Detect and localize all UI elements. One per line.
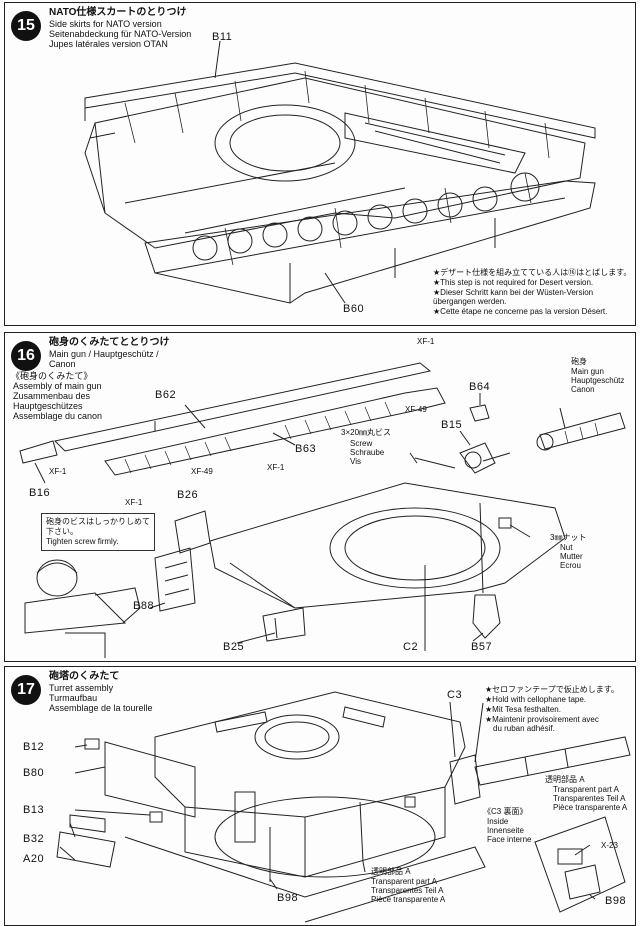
- nut-label-de: Mutter: [560, 552, 583, 561]
- part-label-b80: B80: [23, 767, 45, 779]
- step15-note-en: ★This step is not required for Desert ve…: [433, 278, 594, 287]
- transparent-center-de: Transparentes Teil A: [371, 886, 444, 895]
- step15-title-en: Side skirts for NATO version: [49, 19, 162, 29]
- part-label-b98-center: B98: [277, 892, 299, 904]
- step16-title-en: Main gun / Hauptgeschütz /: [49, 349, 159, 359]
- part-label-b64: B64: [469, 381, 491, 393]
- step16-sub-fr: Assemblage du canon: [13, 411, 103, 421]
- paint-xf1-bottom: XF-1: [125, 498, 143, 507]
- screw-label-en: Screw: [350, 439, 373, 448]
- transparent-center-en: Transparent part A: [371, 877, 437, 886]
- tape-note-fr1: ★Maintenir provisoirement avec: [485, 715, 599, 724]
- step15-title-de: Seitenabdeckung für NATO-Version: [49, 29, 192, 39]
- part-label-b26: B26: [177, 489, 199, 501]
- nut-label-jp: 3㎜ナット: [550, 533, 587, 542]
- step-number-16: 16: [11, 341, 41, 371]
- part-label-b57: B57: [471, 641, 493, 653]
- part-label-c2: C2: [403, 641, 419, 653]
- gun-label-jp: 砲身: [571, 357, 587, 366]
- part-label-b25: B25: [223, 641, 245, 653]
- part-label-b98-right: B98: [605, 895, 627, 907]
- part-label-b62: B62: [155, 389, 177, 401]
- inside-label-en: Inside: [487, 817, 509, 826]
- tape-note-fr2: du ruban adhésif.: [493, 724, 555, 733]
- step16-sub-de1: Zusammenbau des: [13, 391, 91, 401]
- step-16-panel: 16 砲身のくみたてととりつけ Main gun / Hauptgeschütz…: [4, 332, 636, 662]
- paint-xf1-left: XF-1: [49, 467, 67, 476]
- step-number-17: 17: [11, 675, 41, 705]
- part-label-c3: C3: [447, 689, 463, 701]
- step17-title-en: Turret assembly: [49, 683, 114, 693]
- step16-sub-de2: Hauptgeschützes: [13, 401, 83, 411]
- paint-x23: X-23: [601, 841, 618, 850]
- paint-xf1-mid: XF-1: [267, 463, 285, 472]
- nut-label-en: Nut: [560, 543, 573, 552]
- step15-note-jp: ★デザート仕様を組み立てている人は⑯はとばします。: [433, 268, 632, 277]
- tip-text-jp2: 下さい。: [46, 527, 78, 536]
- tape-note-jp: ★セロファンテープで仮止めします。: [485, 685, 619, 694]
- paint-xf49-top: XF-49: [405, 405, 427, 414]
- tape-note-de: ★Mit Tesa festhalten.: [485, 705, 561, 714]
- part-label-a20: A20: [23, 853, 45, 865]
- paint-xf49-mid: XF-49: [191, 467, 213, 476]
- gun-label-en: Main gun: [571, 367, 604, 376]
- step16-title-fr: Canon: [49, 359, 76, 369]
- inside-label-de: Innenseite: [487, 826, 524, 835]
- part-label-b11: B11: [212, 31, 233, 43]
- part-label-b88: B88: [133, 600, 155, 612]
- step-number-15: 15: [11, 11, 41, 41]
- part-label-b13: B13: [23, 804, 45, 816]
- inside-label-jp: 《C3 裏面》: [483, 807, 528, 816]
- step16-sub-en: Assembly of main gun: [13, 381, 102, 391]
- part-label-b63: B63: [295, 443, 317, 455]
- step17-title-fr: Assemblage de la tourelle: [49, 703, 153, 713]
- step15-note-de: ★Dieser Schritt kann bei der Wüsten-Vers…: [433, 288, 594, 306]
- step15-title-jp: NATO仕様スカートのとりつけ: [49, 7, 187, 18]
- part-label-b16: B16: [29, 487, 51, 499]
- screw-label-jp: 3×20㎜丸ビス: [341, 428, 392, 437]
- step15-note-fr: ★Cette étape ne concerne pas la version …: [433, 307, 608, 316]
- step-15-panel: 15 NATO仕様スカートのとりつけ Side skirts for NATO …: [4, 2, 636, 326]
- step16-sub-jp: 《砲身のくみたて》: [11, 371, 93, 381]
- hull-skirt-drawing: [84, 40, 596, 304]
- nut-label-fr: Ecrou: [560, 561, 581, 570]
- tape-note-en: ★Hold with cellophane tape.: [485, 695, 587, 704]
- tip-bubble: 砲身のビスはしっかりしめて 下さい。 Tighten screw firmly.: [41, 513, 155, 551]
- part-label-b60: B60: [343, 303, 365, 315]
- transparent-top-jp: 透明部品 A: [545, 775, 585, 784]
- turret-assembly-drawing: [56, 691, 631, 923]
- part-label-b15: B15: [441, 419, 463, 431]
- gun-label-fr: Canon: [571, 385, 595, 394]
- step-17-panel: 17 砲塔のくみたて Turret assembly Turmaufbau As…: [4, 666, 636, 926]
- gun-label-de: Hauptgeschütz: [571, 376, 625, 385]
- transparent-top-en: Transparent part A: [553, 785, 619, 794]
- screw-label-fr: Vis: [350, 457, 361, 466]
- tip-text-jp1: 砲身のビスはしっかりしめて: [46, 517, 150, 526]
- step17-title-de: Turmaufbau: [49, 693, 98, 703]
- transparent-top-de: Transparentes Teil A: [553, 794, 626, 803]
- transparent-center-fr: Pièce transparente A: [371, 895, 446, 904]
- tip-text-en: Tighten screw firmly.: [46, 537, 119, 546]
- paint-xf1-top: XF-1: [417, 337, 435, 346]
- part-label-b32: B32: [23, 833, 45, 845]
- transparent-top-fr: Pièce transparente A: [553, 803, 628, 812]
- transparent-center-jp: 透明部品 A: [371, 867, 411, 876]
- step16-title-jp: 砲身のくみたてととりつけ: [49, 337, 170, 348]
- part-label-b12: B12: [23, 741, 45, 753]
- main-gun-drawing: [19, 362, 626, 658]
- step17-title-jp: 砲塔のくみたて: [49, 671, 120, 682]
- inside-label-fr: Face interne: [487, 835, 532, 844]
- screw-label-de: Schraube: [350, 448, 385, 457]
- step15-title-fr: Jupes latérales version OTAN: [49, 39, 168, 49]
